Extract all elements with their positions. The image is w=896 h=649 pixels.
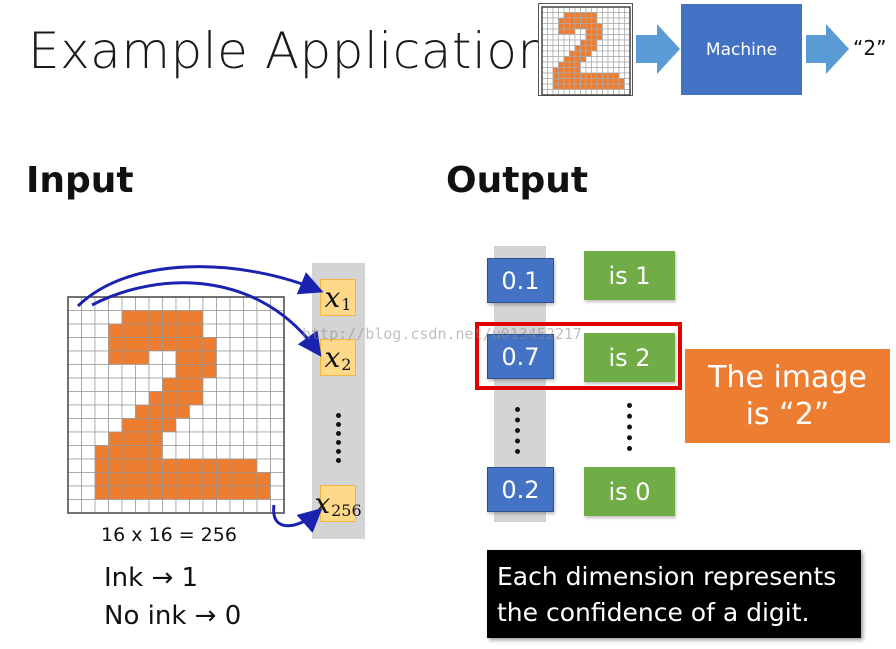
output-heading: Output [446, 160, 589, 201]
no-ink-rule: No ink → 0 [104, 601, 242, 631]
arrow-to-machine [636, 24, 680, 74]
feature-x1-sub: 1 [341, 295, 352, 314]
caption-line-2: the confidence of a digit. [497, 598, 810, 628]
output-value-2: 0.7 [487, 334, 554, 379]
arrow-from-machine [806, 24, 849, 74]
label-is-1: is 1 [584, 251, 675, 300]
mini-output-label: “2” [853, 36, 887, 60]
arrow-pixel256-to-x256 [272, 504, 323, 533]
feature-x2-var: x [324, 341, 341, 374]
feature-x1-var: x [324, 281, 341, 314]
grid-size-caption: 16 x 16 = 256 [101, 524, 237, 546]
grid-border [541, 6, 631, 96]
mini-digit-grid [538, 3, 633, 96]
output-value-0: 0.2 [487, 467, 554, 512]
pipeline-arrows [636, 24, 849, 74]
output-value-ellipsis [515, 407, 523, 454]
input-heading: Input [26, 160, 134, 201]
output-value-1: 0.1 [487, 258, 554, 303]
explanation-caption: Each dimension represents the confidence… [487, 550, 861, 638]
result-line-1: The image [708, 359, 867, 395]
feature-x2-sub: 2 [341, 355, 352, 374]
result-line-2: is “2” [745, 397, 830, 432]
mini-digit-image [541, 6, 631, 96]
label-is-0: is 0 [584, 467, 675, 516]
ink-rule: Ink → 1 [104, 563, 199, 593]
label-is-2: is 2 [584, 333, 675, 382]
result-box: The image is “2” [685, 349, 890, 443]
arrow-pixel2-to-x2 [91, 281, 322, 357]
page-title: Example Application [28, 22, 550, 80]
label-ellipsis [627, 403, 635, 451]
machine-box: Machine [681, 4, 802, 95]
max-confidence-highlight [475, 322, 682, 390]
feature-x256-sub: 256 [331, 501, 362, 520]
grid-border [67, 296, 285, 514]
caption-line-1: Each dimension represents [497, 562, 837, 591]
arrow-pixel1-to-x1 [76, 265, 324, 308]
feature-ellipsis [336, 413, 344, 463]
watermark: http://blog.csdn.net/u013452217 [302, 325, 582, 343]
